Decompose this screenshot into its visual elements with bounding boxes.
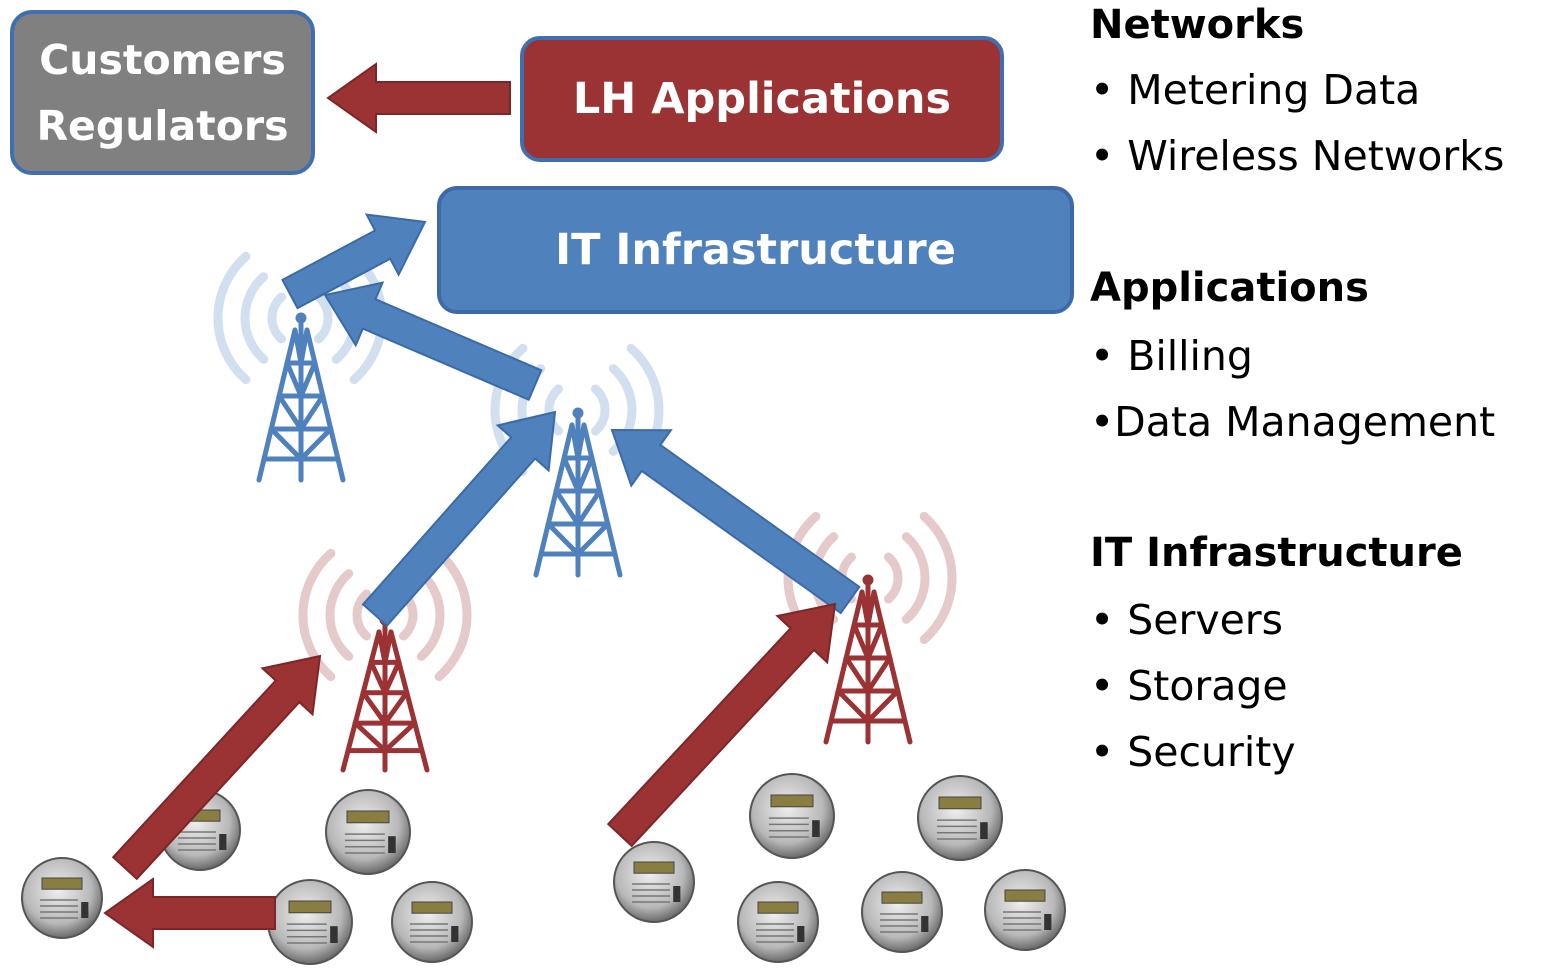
- customers-regulators-box: Customers Regulators: [10, 10, 315, 175]
- arrow-to-customers-icon: [326, 62, 511, 134]
- smart-meter-icon-10: [861, 871, 943, 953]
- tower-blue-left-icon: [256, 312, 346, 483]
- diagram-canvas: [21, 62, 1066, 965]
- lh-applications-box: LH Applications: [520, 36, 1004, 162]
- tower-red-left-icon: [340, 614, 430, 773]
- meters: [21, 773, 1066, 965]
- arrows: [103, 62, 861, 949]
- it-item-storage: • Storage: [1090, 662, 1288, 710]
- applications-item-billing: • Billing: [1090, 332, 1253, 380]
- arrow-meter-to-meter-icon: [103, 877, 276, 949]
- towers: [256, 312, 913, 773]
- tower-blue-center-icon: [533, 407, 623, 578]
- arrow-red-left-to-center-icon: [361, 410, 557, 628]
- it-item-servers: • Servers: [1090, 596, 1284, 644]
- smart-meter-icon-4: [267, 879, 353, 965]
- smart-meter-icon-2: [325, 789, 411, 875]
- it-infrastructure-label: IT Infrastructure: [555, 225, 956, 275]
- networks-item-metering-data: • Metering Data: [1090, 66, 1421, 114]
- smart-meter-icon-5: [391, 881, 473, 963]
- smart-meter-icon-7: [917, 775, 1003, 861]
- networks-heading: Networks: [1090, 2, 1305, 48]
- signal-waves: [213, 251, 957, 682]
- lh-applications-label: LH Applications: [572, 74, 952, 124]
- it-infrastructure-heading: IT Infrastructure: [1090, 530, 1463, 576]
- arrow-red-right-to-center-icon: [610, 428, 861, 615]
- smart-meter-icon-9: [737, 881, 819, 963]
- regulators-label: Regulators: [36, 101, 289, 150]
- applications-heading: Applications: [1090, 265, 1369, 311]
- smart-meter-icon-11: [984, 869, 1066, 951]
- it-item-security: • Security: [1090, 728, 1296, 776]
- tower-red-right-icon: [823, 574, 913, 745]
- applications-item-data-management: •Data Management: [1090, 398, 1496, 446]
- legend: Networks • Metering Data • Wireless Netw…: [1090, 0, 1558, 965]
- smart-meter-icon-8: [613, 841, 695, 923]
- customers-label: Customers: [39, 35, 286, 84]
- smart-meter-icon-6: [749, 773, 835, 859]
- arrow-meter-to-left-tower-icon: [111, 654, 322, 881]
- networks-item-wireless-networks: • Wireless Networks: [1090, 132, 1505, 180]
- arrow-meter-to-right-tower-icon: [606, 602, 837, 848]
- network-diagram: Customers Regulators LH Applications IT …: [10, 10, 1074, 965]
- arrow-center-to-left-tower-icon: [323, 281, 543, 402]
- arrow-tower-to-it-icon: [281, 213, 427, 310]
- it-infrastructure-box: IT Infrastructure: [437, 186, 1074, 314]
- smart-meter-icon-3: [21, 857, 103, 939]
